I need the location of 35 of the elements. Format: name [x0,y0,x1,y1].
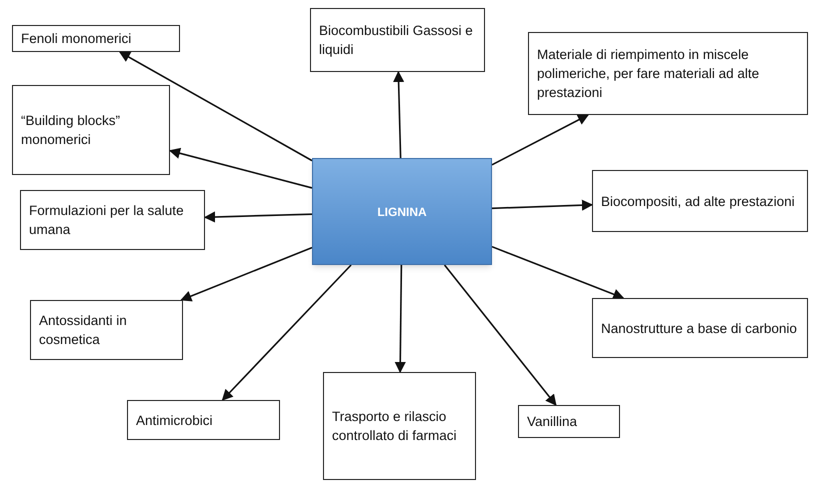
arrow [118,51,312,162]
topic-box [30,300,183,360]
topic-box [323,372,476,480]
topic-label: Antimicrobici [136,412,214,430]
arrow [492,200,594,211]
arrow [492,246,624,300]
topic-box [518,405,620,438]
topic-box [310,8,485,72]
central-box [312,158,492,265]
arrow [222,264,352,401]
topic-label: Antossidanti in cosmetica [39,312,128,349]
topic-box [12,85,170,175]
topic-box [12,25,180,52]
topic-box [592,170,808,232]
arrow [394,265,406,374]
topic-label: Biocompositi, ad alte prestazioni [601,192,796,210]
arrow [204,211,312,223]
topic-box [127,400,280,440]
topic-label: Biocombustibili Gassosi e liquidi [319,22,474,59]
central-label: LIGNINA [377,204,427,220]
arrow [444,264,557,406]
topic-box [592,298,808,358]
topic-box [20,190,205,250]
arrow [168,148,312,189]
topic-label: Fenoli monomerici [21,30,132,48]
topic-label: Formulazioni per la salute umana [29,202,185,239]
topic-label: Nanostrutture a base di carbonio [601,320,798,338]
arrow [180,246,312,302]
topic-label: Vanillina [527,413,578,431]
arrow [393,70,404,158]
topic-label: “Building blocks” monomerici [21,112,122,149]
topic-box [528,32,808,115]
topic-label: Trasporto e rilascio controllato di farmaci [332,408,458,445]
topic-label: Materiale di riempimento in miscele polimeriche, per fare materiali ad alte prestazioni [537,46,760,102]
arrow [492,114,589,166]
